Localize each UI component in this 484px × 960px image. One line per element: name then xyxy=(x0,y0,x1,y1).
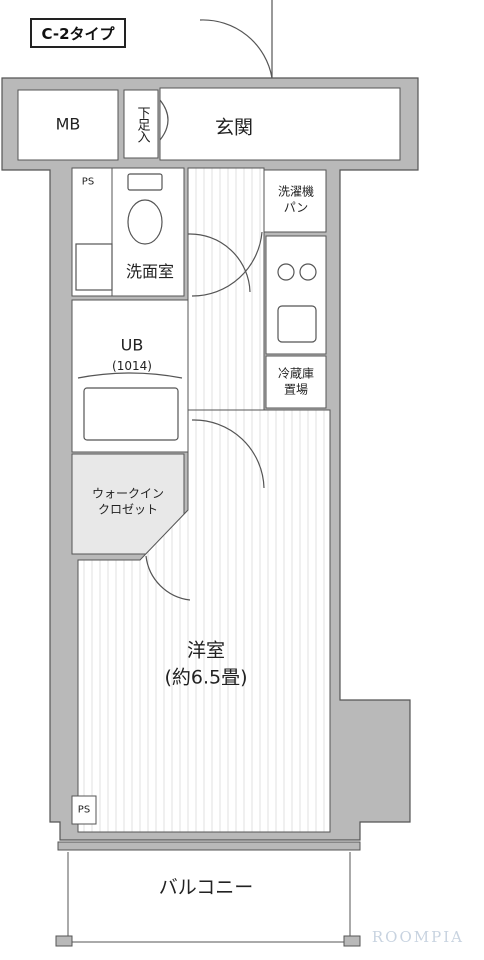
watermark-text: ROOMPIA xyxy=(371,928,464,946)
plan-type-label: C-2タイプ xyxy=(30,18,126,48)
fridge-label: 冷蔵庫 置場 xyxy=(278,366,314,397)
entrance-label: 玄関 xyxy=(214,116,254,139)
fridge-line-2: 置場 xyxy=(283,382,309,396)
floor-areas xyxy=(17,87,401,833)
washer-pan-label: 洗濯機 パン xyxy=(278,184,314,215)
shoe-storage-label: 下足入 xyxy=(134,106,150,142)
ps-bottom-label: PS xyxy=(77,804,91,816)
western-room-name: 洋室 xyxy=(186,639,226,662)
fixtures xyxy=(75,0,317,601)
ps-top-label: PS xyxy=(81,176,95,188)
washroom-label: 洗面室 xyxy=(125,262,175,281)
closet-line-2: クロゼット xyxy=(97,502,159,516)
fridge-line-1: 冷蔵庫 xyxy=(277,366,315,381)
balcony-area xyxy=(55,841,361,947)
mb-label: MB xyxy=(55,114,81,134)
western-room-size: (約6.5畳) xyxy=(164,666,248,688)
western-room-label: 洋室 (約6.5畳) xyxy=(164,637,247,690)
washer-pan-line-2: パン xyxy=(283,200,309,214)
closet-line-1: ウォークイン xyxy=(91,486,165,501)
ub-label: UB xyxy=(120,335,144,355)
washer-pan-line-1: 洗濯機 xyxy=(277,184,315,199)
ub-size-label: (1014) xyxy=(112,359,152,374)
balcony-label: バルコニー xyxy=(158,876,254,899)
closet-label: ウォークイン クロゼット xyxy=(92,486,164,517)
